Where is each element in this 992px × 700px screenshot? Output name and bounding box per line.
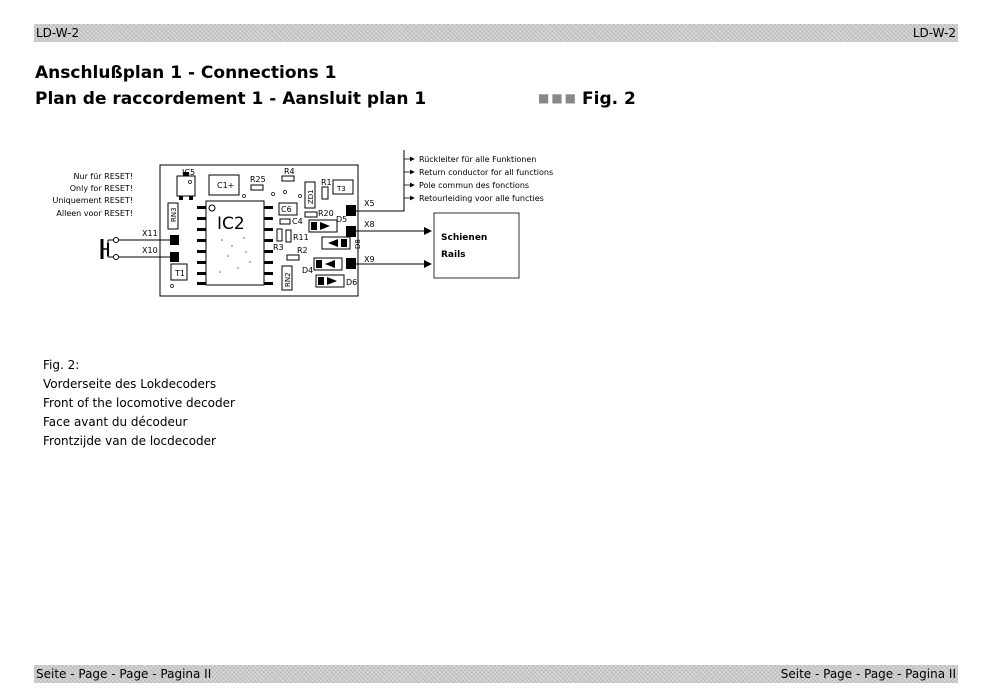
- label-t3: T3: [336, 185, 346, 193]
- component-r1: [321, 186, 329, 200]
- label-t1: T1: [174, 269, 185, 278]
- component-rn2: [281, 265, 293, 291]
- page-title-line-1: Anschlußplan 1 - Connections 1: [35, 63, 337, 83]
- reset-note-nl: Alleen voor RESET!: [56, 209, 133, 218]
- label-rn2: RN2: [284, 272, 292, 287]
- return-note-fr: Pole commun des fonctions: [419, 181, 529, 190]
- pad-label-x5: X5: [364, 199, 375, 208]
- reset-note-fr: Uniquement RESET!: [52, 196, 133, 205]
- footer-page-left: Seite - Page - Page - Pagina II: [36, 667, 212, 681]
- label-c6: C6: [281, 205, 292, 214]
- component-d6: [315, 274, 345, 288]
- reset-switch-icon: [100, 237, 175, 260]
- rails-label-de: Schienen: [441, 233, 487, 243]
- header-code-right: LD-W-2: [912, 26, 956, 40]
- component-d4: [313, 257, 343, 271]
- label-r3: R3: [273, 243, 284, 252]
- label-rn3: RN3: [170, 207, 178, 222]
- return-note-en: Return conductor for all functions: [419, 168, 553, 177]
- label-d6: D6: [346, 278, 357, 287]
- component-d5: [308, 219, 338, 233]
- caption-line: Face avant du décodeur: [43, 415, 188, 429]
- rails-label-en: Rails: [441, 250, 466, 260]
- footer-bar: Seite - Page - Page - Pagina II Seite - …: [34, 665, 958, 683]
- decoder-board: [159, 164, 359, 297]
- component-t1: [170, 263, 188, 281]
- component-t3: [332, 179, 354, 195]
- label-ic5: IC5: [182, 168, 195, 177]
- return-note-de: Rückleiter für alle Funktionen: [419, 155, 536, 164]
- component-d8: [321, 236, 351, 250]
- component-ic2: [205, 200, 265, 286]
- footer-page-right: Seite - Page - Page - Pagina II: [780, 667, 956, 681]
- component-r25: [250, 184, 264, 191]
- figure-label: ■■■Fig. 2: [538, 89, 636, 109]
- pad-x8: [346, 226, 356, 237]
- pad-label-x9: X9: [364, 255, 375, 264]
- caption-line: Fig. 2:: [43, 358, 80, 372]
- rails-box: [433, 212, 520, 279]
- caption-line: Frontzijde van de locdecoder: [43, 434, 216, 448]
- label-r1: R1: [321, 178, 332, 187]
- pad-label-x8: X8: [364, 220, 375, 229]
- label-r20: R20: [318, 209, 334, 218]
- pad-label-x11: X11: [142, 229, 158, 238]
- caption-line: Front of the locomotive decoder: [43, 396, 235, 410]
- label-ic2: IC2: [217, 214, 245, 234]
- label-d4: D4: [302, 266, 313, 275]
- header-code-left: LD-W-2: [36, 26, 80, 40]
- caption-line: Vorderseite des Lokdecoders: [43, 377, 217, 391]
- pad-x5: [346, 205, 356, 216]
- pad-x9: [346, 258, 356, 269]
- label-d8: D8: [354, 239, 362, 249]
- label-r25: R25: [250, 175, 266, 184]
- reset-note-en: Only for RESET!: [70, 184, 133, 193]
- component-r4: [281, 175, 295, 182]
- pad-x10: [170, 252, 179, 262]
- header-bar: LD-W-2 LD-W-2: [34, 24, 958, 42]
- label-r2: R2: [297, 246, 308, 255]
- page-title-line-2: Plan de raccordement 1 - Aansluit plan 1: [35, 89, 427, 109]
- component-rn3: [167, 202, 179, 230]
- label-r4: R4: [284, 167, 295, 176]
- label-c1: C1+: [217, 181, 234, 190]
- component-c1: [208, 174, 240, 196]
- component-zd1: [304, 181, 316, 209]
- figure-label-dots-icon: ■■■: [538, 91, 579, 105]
- pad-x11: [170, 235, 179, 245]
- pad-label-x10: X10: [142, 246, 158, 255]
- ic2-pins: [197, 206, 273, 285]
- component-c6: [278, 202, 298, 216]
- component-ic5: [176, 175, 196, 197]
- label-c4: C4: [292, 217, 303, 226]
- label-d5: D5: [336, 215, 347, 224]
- reset-note-de: Nur für RESET!: [74, 172, 133, 181]
- figure-caption: Fig. 2: Vorderseite des Lokdecoders Fron…: [43, 356, 235, 451]
- label-r11: R11: [293, 233, 309, 242]
- return-note-nl: Retourleiding voor alle functies: [419, 194, 544, 203]
- figure-label-text: Fig. 2: [582, 89, 636, 109]
- label-zd1: ZD1: [307, 189, 315, 204]
